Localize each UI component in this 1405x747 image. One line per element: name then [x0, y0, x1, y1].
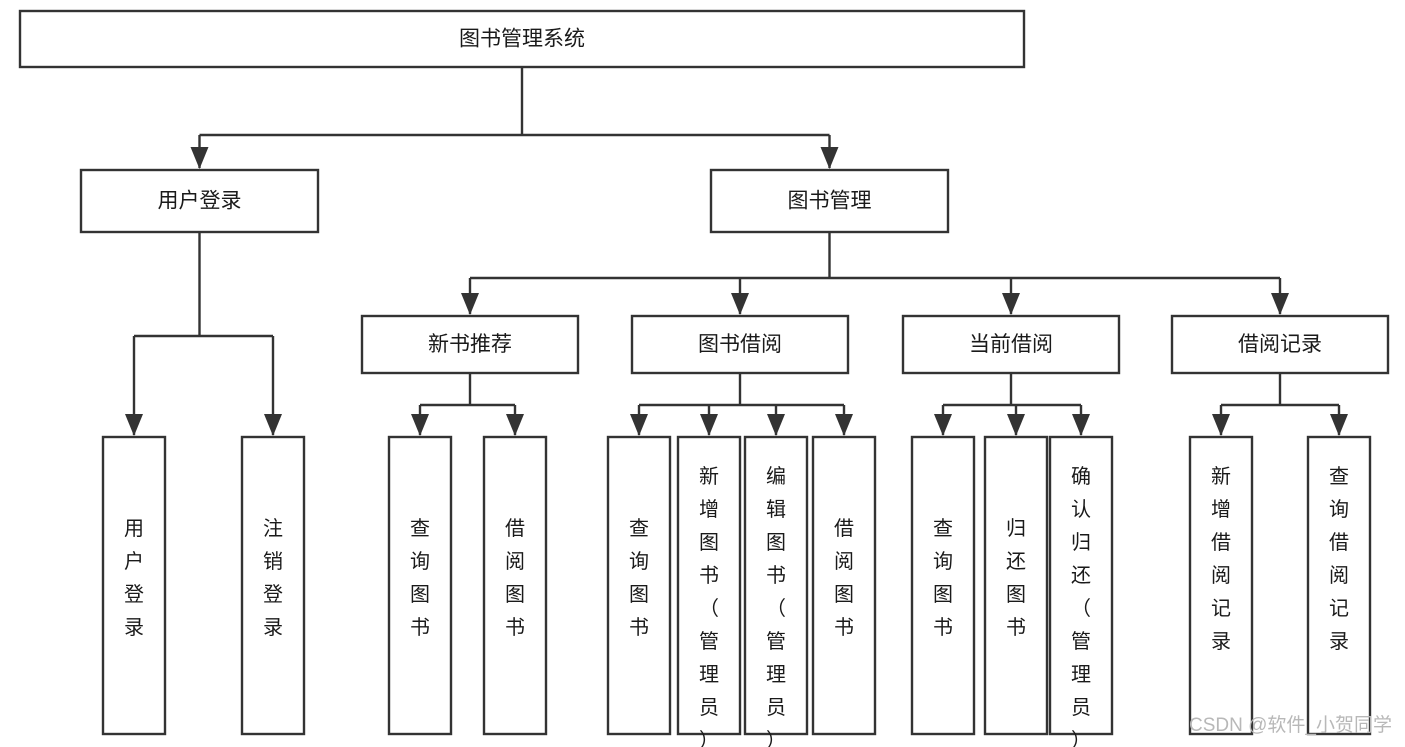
node-leaf-return-book-label: 归还图书	[1006, 517, 1026, 639]
node-boxes: 图书管理系统用户登录图书管理新书推荐图书借阅当前借阅借阅记录用户登录注销登录查询…	[18, 9, 1390, 747]
arrow-head-icon	[264, 414, 282, 436]
node-leaf-query-book-1-rect	[387, 435, 453, 736]
node-book-management-rect	[709, 168, 950, 234]
node-book-borrow-label: 图书借阅	[698, 333, 782, 356]
node-book-borrow-rect	[630, 314, 850, 375]
node-leaf-edit-book-label: 编辑图书（管理员）	[766, 465, 786, 747]
arrow-head-icon	[411, 414, 429, 436]
node-leaf-edit-book[interactable]: 编辑图书（管理员）	[743, 435, 809, 747]
node-leaf-query-book-1[interactable]: 查询图书	[387, 435, 453, 736]
node-leaf-query-record[interactable]: 查询借阅记录	[1306, 435, 1372, 736]
node-leaf-query-record-rect	[1306, 435, 1372, 736]
node-leaf-return-book-rect	[983, 435, 1049, 736]
node-leaf-query-book-2-label: 查询图书	[629, 517, 649, 639]
arrow-head-icon	[1330, 414, 1348, 436]
node-borrow-record-label: 借阅记录	[1238, 333, 1322, 356]
arrow-head-icon	[1002, 293, 1020, 315]
arrow-head-icon	[1212, 414, 1230, 436]
watermark-label: CSDN @软件_小贺同学	[1189, 714, 1392, 736]
arrow-head-icon	[731, 293, 749, 315]
node-leaf-query-book-2-rect	[606, 435, 672, 736]
node-current-borrow-rect	[901, 314, 1121, 375]
node-leaf-borrow-book-2[interactable]: 借阅图书	[811, 435, 877, 736]
node-leaf-user-logout[interactable]: 注销登录	[240, 435, 306, 736]
node-leaf-add-book[interactable]: 新增图书（管理员）	[676, 435, 742, 747]
arrow-head-icon	[767, 414, 785, 436]
node-leaf-query-book-3[interactable]: 查询图书	[910, 435, 976, 736]
node-leaf-user-login-label: 用户登录	[124, 518, 144, 639]
node-leaf-confirm-return-label: 确认归还（管理员）	[1071, 465, 1091, 747]
arrow-head-icon	[506, 414, 524, 436]
node-root-rect	[18, 9, 1026, 69]
node-borrow-record-rect	[1170, 314, 1390, 375]
node-leaf-confirm-return-rect	[1048, 435, 1114, 736]
node-user-login-label: 用户登录	[158, 190, 242, 213]
arrow-head-icon	[190, 147, 209, 169]
node-leaf-return-book[interactable]: 归还图书	[983, 435, 1049, 736]
arrow-head-icon	[125, 414, 143, 436]
node-leaf-query-book-1-label: 查询图书	[410, 517, 430, 639]
arrow-head-icon	[934, 414, 952, 436]
node-new-book-recommend-label: 新书推荐	[428, 333, 512, 356]
node-leaf-add-record-label: 新增借阅记录	[1211, 465, 1231, 653]
node-leaf-query-record-label: 查询借阅记录	[1329, 465, 1349, 653]
node-root-label: 图书管理系统	[459, 28, 585, 51]
node-leaf-query-book-2[interactable]: 查询图书	[606, 435, 672, 736]
node-leaf-query-book-3-label: 查询图书	[933, 517, 953, 639]
node-leaf-add-record[interactable]: 新增借阅记录	[1188, 435, 1254, 736]
node-new-book-recommend[interactable]: 新书推荐	[360, 314, 580, 375]
node-new-book-recommend-rect	[360, 314, 580, 375]
node-leaf-add-record-rect	[1188, 435, 1254, 736]
node-leaf-borrow-book-2-label: 借阅图书	[834, 517, 854, 639]
node-leaf-user-login-rect	[101, 435, 167, 736]
node-leaf-query-book-3-rect	[910, 435, 976, 736]
node-leaf-add-book-label: 新增图书（管理员）	[699, 465, 719, 747]
arrow-head-icon	[820, 147, 839, 169]
node-book-borrow[interactable]: 图书借阅	[630, 314, 850, 375]
node-leaf-user-logout-rect	[240, 435, 306, 736]
node-leaf-add-book-rect	[676, 435, 742, 736]
arrow-head-icon	[1072, 414, 1090, 436]
arrow-head-icon	[630, 414, 648, 436]
node-book-management[interactable]: 图书管理	[709, 168, 950, 234]
arrow-head-icon	[1271, 293, 1289, 315]
node-leaf-borrow-book-2-rect	[811, 435, 877, 736]
node-leaf-borrow-book-1-label: 借阅图书	[505, 517, 525, 639]
arrow-head-icon	[835, 414, 853, 436]
connector-lines	[125, 67, 1348, 436]
node-leaf-user-logout-label: 注销登录	[263, 517, 283, 639]
node-leaf-borrow-book-1-rect	[482, 435, 548, 736]
arrow-head-icon	[1007, 414, 1025, 436]
node-book-management-label: 图书管理	[788, 190, 872, 213]
node-current-borrow[interactable]: 当前借阅	[901, 314, 1121, 375]
node-leaf-borrow-book-1[interactable]: 借阅图书	[482, 435, 548, 736]
node-user-login[interactable]: 用户登录	[79, 168, 320, 234]
node-root[interactable]: 图书管理系统	[18, 9, 1026, 69]
node-user-login-rect	[79, 168, 320, 234]
node-leaf-user-login[interactable]: 用户登录	[101, 435, 167, 736]
node-leaf-edit-book-rect	[743, 435, 809, 736]
arrow-head-icon	[461, 293, 479, 315]
node-leaf-confirm-return[interactable]: 确认归还（管理员）	[1048, 435, 1114, 747]
node-current-borrow-label: 当前借阅	[969, 333, 1053, 356]
arrow-head-icon	[700, 414, 718, 436]
node-borrow-record[interactable]: 借阅记录	[1170, 314, 1390, 375]
